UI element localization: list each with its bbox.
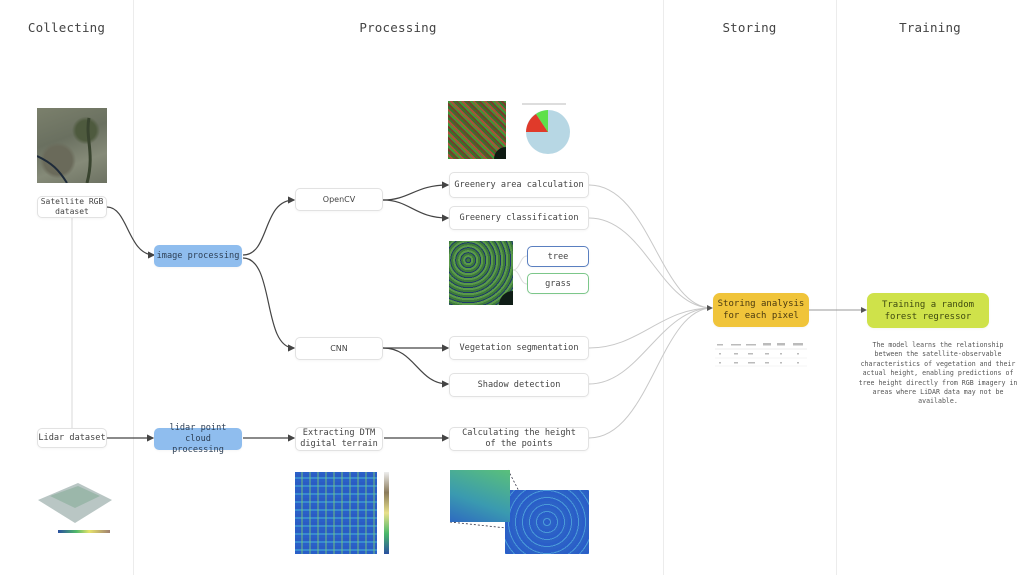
edge-satellite-imageproc xyxy=(106,206,156,259)
training-description: The model learns the relationship betwee… xyxy=(858,341,1018,406)
node-tree[interactable]: tree xyxy=(527,246,589,267)
edge-imageproc-opencv xyxy=(242,196,296,256)
divider-storing-training xyxy=(836,0,837,575)
node-greenery-area-calculation[interactable]: Greenery area calculation xyxy=(449,172,589,198)
node-image-processing[interactable]: image processing xyxy=(154,245,242,267)
column-title-processing: Processing xyxy=(359,20,437,35)
dtm-colorbar xyxy=(384,472,389,554)
edge-class-storing xyxy=(588,217,713,309)
node-opencv[interactable]: OpenCV xyxy=(295,188,383,211)
height-zoom-thumbnail-inset xyxy=(450,470,510,522)
storing-table-thumbnail xyxy=(713,338,809,372)
column-title-storing: Storing xyxy=(722,20,777,35)
edge-opencv-class xyxy=(382,199,450,222)
classification-thumbnail xyxy=(449,241,513,305)
edge-cnn-shadow xyxy=(382,347,450,388)
greenery-mask-thumbnail xyxy=(448,101,506,159)
edge-height-storing xyxy=(588,305,713,439)
edge-classimg-tree xyxy=(512,255,528,271)
edge-opencv-area xyxy=(382,181,450,201)
node-grass[interactable]: grass xyxy=(527,273,589,294)
edge-vegseg-storing xyxy=(588,307,713,349)
node-calculating-height[interactable]: Calculating the height of the points xyxy=(449,427,589,451)
edge-shadow-storing xyxy=(588,307,713,385)
divider-processing-storing xyxy=(663,0,664,575)
height-zoom-thumbnail xyxy=(505,490,589,554)
node-vegetation-segmentation[interactable]: Vegetation segmentation xyxy=(449,336,589,360)
edge-area-storing xyxy=(588,184,713,309)
node-greenery-classification[interactable]: Greenery classification xyxy=(449,206,589,230)
node-cnn[interactable]: CNN xyxy=(295,337,383,360)
greenery-pie-chart-thumbnail xyxy=(512,100,574,160)
column-title-collecting: Collecting xyxy=(27,20,106,35)
node-storing-analysis[interactable]: Storing analysis for each pixel xyxy=(713,293,809,327)
lidar-3d-surface-thumbnail xyxy=(30,478,130,538)
divider-collecting-processing xyxy=(133,0,134,575)
edge-classimg-grass xyxy=(512,269,528,285)
node-lidar-dataset[interactable]: Lidar dataset xyxy=(37,428,107,448)
node-shadow-detection[interactable]: Shadow detection xyxy=(449,373,589,397)
dtm-heatmap-thumbnail xyxy=(295,472,377,554)
node-lidar-point-cloud-processing[interactable]: lidar point cloud processing xyxy=(154,423,242,455)
pie-chart xyxy=(522,103,570,154)
satellite-image-thumbnail xyxy=(37,108,107,183)
node-satellite-rgb-dataset[interactable]: Satellite RGB dataset xyxy=(37,196,107,218)
node-extracting-dtm[interactable]: Extracting DTM digital terrain xyxy=(295,427,383,451)
edge-imageproc-cnn xyxy=(242,257,296,352)
column-title-training: Training xyxy=(899,20,961,35)
node-training-random-forest[interactable]: Training a random forest regressor xyxy=(867,293,989,328)
